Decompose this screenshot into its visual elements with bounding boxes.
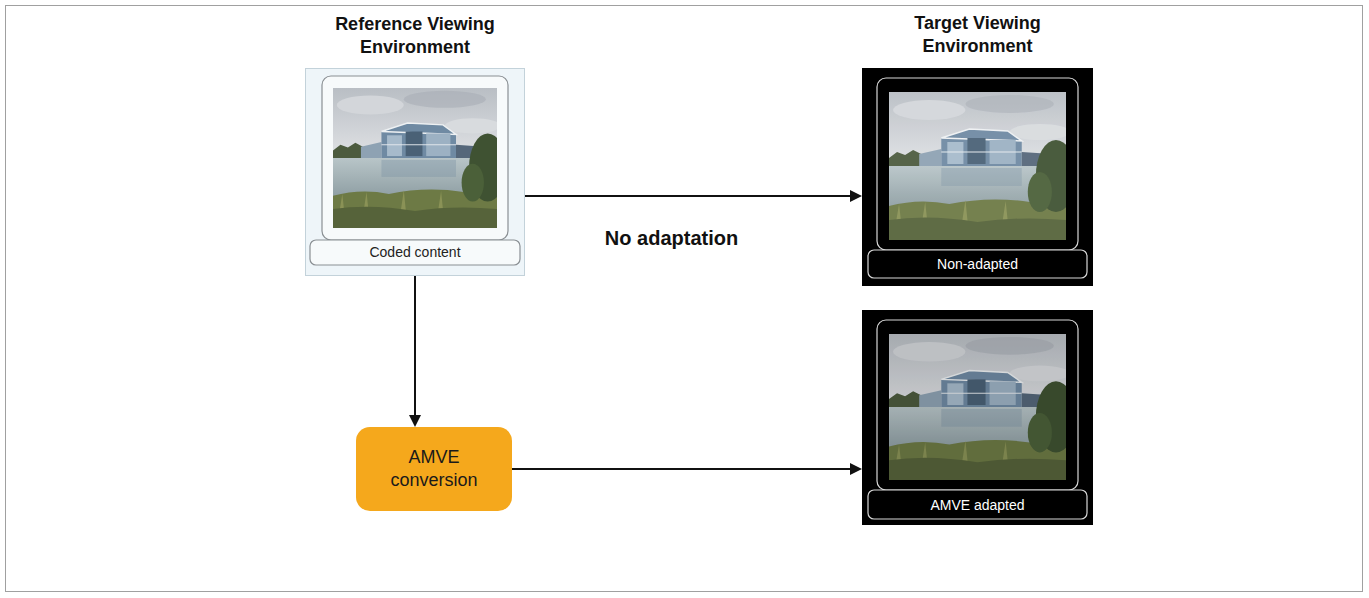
display-box: AMVE adapted — [862, 310, 1093, 525]
arrow-connector — [409, 276, 421, 427]
arrow-head — [850, 190, 862, 202]
box-label: AMVE adapted — [930, 497, 1024, 513]
target-ground — [862, 310, 1093, 525]
arrow-connector — [512, 463, 862, 475]
photo-brightness — [889, 92, 1066, 240]
target-ground — [862, 68, 1093, 286]
figure-frame — [6, 6, 1363, 592]
reference-ground — [305, 68, 525, 276]
process-box: AMVE conversion — [356, 427, 512, 511]
laptop-screen — [877, 78, 1078, 250]
photo — [889, 334, 1076, 480]
target-laptop — [862, 68, 1093, 286]
laptop-screen — [322, 76, 508, 240]
reference-laptop — [305, 68, 525, 276]
arrow-connector — [525, 190, 862, 202]
box-label: AMVE conversion — [379, 446, 489, 492]
laptop-screen — [877, 320, 1078, 490]
environment-box: Reference Viewing EnvironmentCoded conte… — [305, 68, 525, 276]
connector-label: No adaptation — [602, 226, 741, 250]
connector-line — [512, 468, 852, 470]
environment-box: Target Viewing EnvironmentNon-adapted — [862, 68, 1093, 286]
environment-heading: Target Viewing Environment — [878, 12, 1078, 58]
connector-line — [525, 195, 852, 197]
box-label: Non-adapted — [937, 256, 1018, 272]
target-laptop — [862, 310, 1093, 525]
box-label: Coded content — [369, 244, 460, 260]
connector-line — [414, 276, 416, 417]
photo — [333, 88, 506, 228]
arrow-head — [409, 415, 421, 427]
laptop-base — [310, 240, 520, 265]
environment-heading: Reference Viewing Environment — [315, 13, 515, 59]
photo-adaptation — [889, 334, 1066, 480]
laptop-base — [868, 250, 1087, 278]
laptop-base — [868, 490, 1087, 519]
arrow-head — [850, 463, 862, 475]
photo — [889, 92, 1076, 240]
